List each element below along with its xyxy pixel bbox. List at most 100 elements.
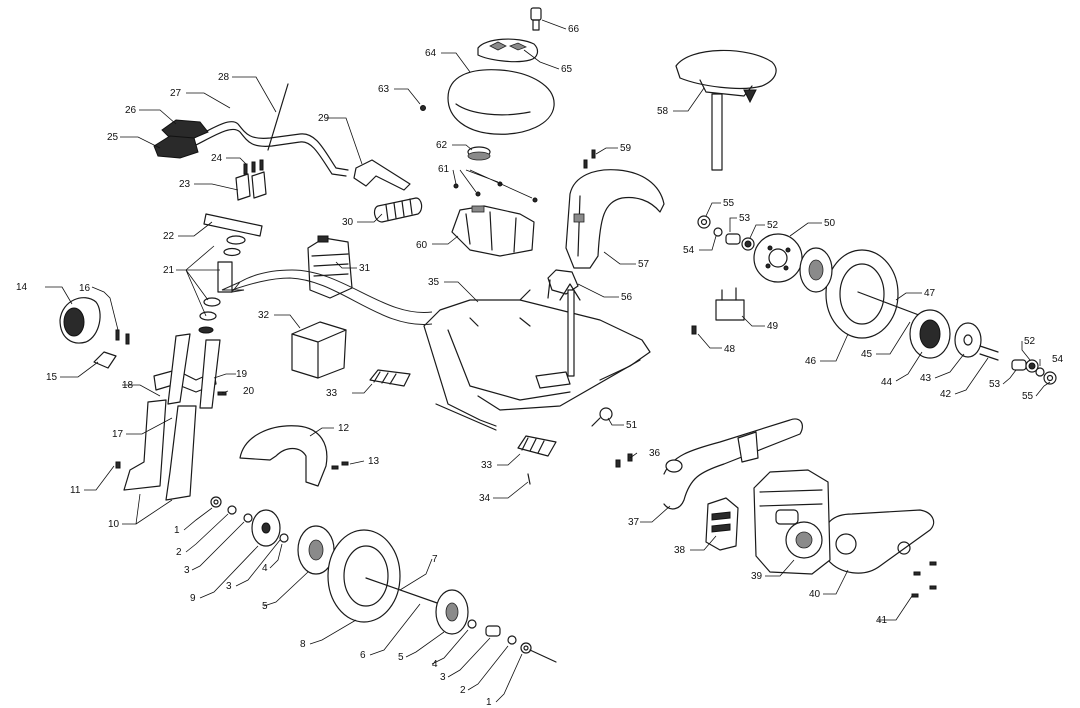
part-66-valve (530, 7, 542, 31)
callout-48: 48 (724, 344, 736, 355)
callout-45: 45 (861, 349, 873, 360)
callout-26: 26 (125, 105, 137, 116)
callout-55-upper: 55 (723, 198, 735, 209)
part-40-chain-guard (825, 509, 935, 574)
part-12-front-fender (239, 425, 328, 487)
part-28-27-handlebar (189, 83, 349, 177)
part-43-sprocket (954, 322, 982, 358)
part-33-footpeg-lower (517, 435, 557, 457)
part-31-battery-box (307, 235, 353, 299)
part-60-tank-base (451, 205, 535, 257)
callout-66: 66 (568, 24, 580, 35)
callout-51: 51 (626, 420, 638, 431)
part-29-brake-lever (353, 159, 411, 191)
part-52-bearing-upper (741, 237, 755, 251)
callout-7: 7 (432, 554, 438, 565)
callout-18: 18 (122, 380, 134, 391)
callout-5-left: 5 (262, 601, 268, 612)
callout-21: 21 (163, 265, 175, 276)
callout-11: 11 (70, 485, 81, 496)
part-50-brake-disc (753, 233, 803, 283)
part-13-screws (331, 461, 349, 470)
callout-41: 41 (876, 615, 888, 626)
callout-34: 34 (479, 493, 491, 504)
callout-29: 29 (318, 113, 330, 124)
part-56-clamp (547, 269, 579, 299)
part-65-tank-console (477, 38, 539, 63)
callout-2-left: 2 (176, 547, 182, 558)
callout-8: 8 (300, 639, 306, 650)
part-4-bearing-2 (467, 619, 477, 629)
callout-57: 57 (638, 259, 650, 270)
part-61-screws (453, 181, 538, 203)
part-38-air-filter (705, 497, 739, 551)
part-59-bolts (583, 149, 596, 169)
callout-54-lower: 54 (1052, 354, 1064, 365)
part-11-bolt (115, 461, 121, 469)
callout-6: 6 (360, 650, 366, 661)
part-49-bracket (715, 287, 745, 321)
part-14-headlight (59, 297, 101, 344)
callout-43: 43 (920, 373, 932, 384)
callout-3-right: 3 (440, 672, 446, 683)
callout-10: 10 (108, 519, 120, 530)
part-55-nut-lower (1043, 371, 1057, 385)
part-1-nut-2 (520, 642, 532, 654)
part-32-battery (291, 321, 347, 379)
part-34-pin (527, 473, 531, 485)
part-57-rear-fender (565, 169, 665, 269)
callout-58: 58 (657, 106, 669, 117)
part-24-screws (243, 159, 264, 175)
callout-64: 64 (425, 48, 437, 59)
callout-3-mid: 3 (184, 565, 190, 576)
part-2-washer-2 (507, 635, 517, 645)
part-10-forks (123, 333, 221, 501)
part-48-bolt (691, 325, 697, 335)
part-63-screw (420, 105, 426, 111)
part-1-nut (210, 496, 222, 508)
part-8-front-tire (327, 529, 401, 623)
callout-62: 62 (436, 140, 448, 151)
callout-4-right: 4 (432, 659, 438, 670)
callout-labels: 66 65 64 63 62 61 60 59 58 57 56 55 54 5… (16, 24, 1064, 708)
part-36-screws (615, 453, 633, 468)
part-58-seat (675, 49, 777, 171)
part-54-washer-lower (1035, 367, 1045, 377)
part-16-bolts (115, 329, 130, 345)
part-15-bracket (93, 351, 117, 369)
part-2-washer (227, 505, 237, 515)
callout-53-upper: 53 (739, 213, 751, 224)
callout-40: 40 (809, 589, 821, 600)
part-42-bolts (979, 345, 999, 361)
callout-61: 61 (438, 164, 450, 175)
callout-65: 65 (561, 64, 573, 75)
callout-49: 49 (767, 321, 779, 332)
callout-39: 39 (751, 571, 763, 582)
part-46-rear-tire (799, 247, 899, 339)
callout-24: 24 (211, 153, 223, 164)
callout-28: 28 (218, 72, 230, 83)
part-44-drum (909, 309, 951, 359)
part-55-nut-upper (697, 215, 711, 229)
callout-17: 17 (112, 429, 124, 440)
callout-33-upper: 33 (326, 388, 338, 399)
callout-32: 32 (258, 310, 270, 321)
callout-19: 19 (236, 369, 248, 380)
part-22-top-clamp (203, 213, 263, 237)
callout-50: 50 (824, 218, 836, 229)
callout-3-left: 3 (226, 581, 232, 592)
callout-54-upper: 54 (683, 245, 695, 256)
part-3-spacer (243, 513, 253, 523)
part-26-throttle (161, 119, 209, 139)
callout-47: 47 (924, 288, 936, 299)
callout-35: 35 (428, 277, 440, 288)
part-54-washer-upper (713, 227, 723, 237)
part-3-spacer-2 (485, 625, 501, 637)
part-23-clamps (235, 171, 267, 201)
part-37-exhaust (663, 418, 803, 510)
part-6-7-front-axle (365, 577, 441, 605)
callout-20: 20 (243, 386, 255, 397)
callout-46: 46 (805, 356, 817, 367)
callout-1-left: 1 (174, 525, 180, 536)
